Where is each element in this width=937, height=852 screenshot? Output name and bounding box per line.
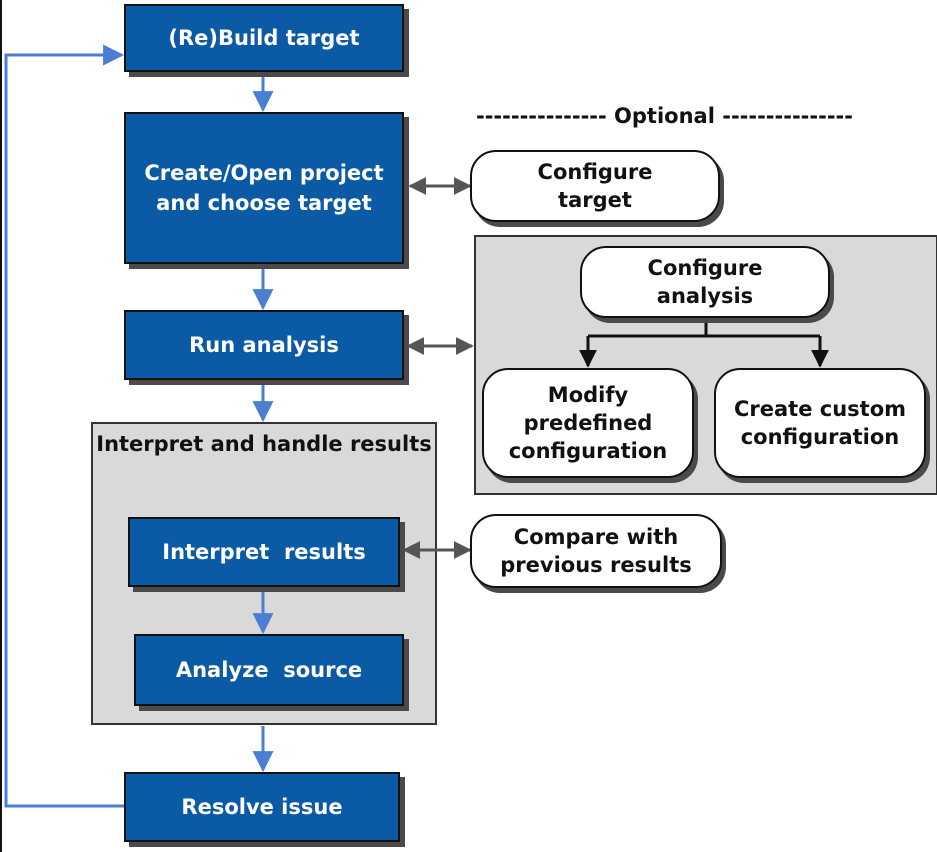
- configure-analysis-node: Configure analysis: [580, 246, 830, 318]
- run-analysis-box: Run analysis: [124, 310, 404, 380]
- interpret-results-box: Interpret results: [128, 517, 400, 587]
- arrow-resolve-loop-back: [4, 44, 125, 808]
- rebuild-target-box: (Re)Build target: [124, 4, 404, 72]
- create-open-project-box: Create/Open project and choose target: [124, 112, 404, 264]
- create-custom-node: Create custom configuration: [714, 368, 926, 478]
- configure-target-node: Configure target: [470, 150, 720, 222]
- resolve-issue-box: Resolve issue: [124, 772, 400, 842]
- optional-header: --------------- Optional ---------------: [476, 104, 853, 128]
- left-border: [0, 0, 2, 852]
- interpret-handle-group-title: Interpret and handle results: [96, 432, 432, 456]
- analyze-source-box: Analyze source: [134, 634, 404, 706]
- modify-predefined-node: Modify predefined configuration: [482, 368, 694, 478]
